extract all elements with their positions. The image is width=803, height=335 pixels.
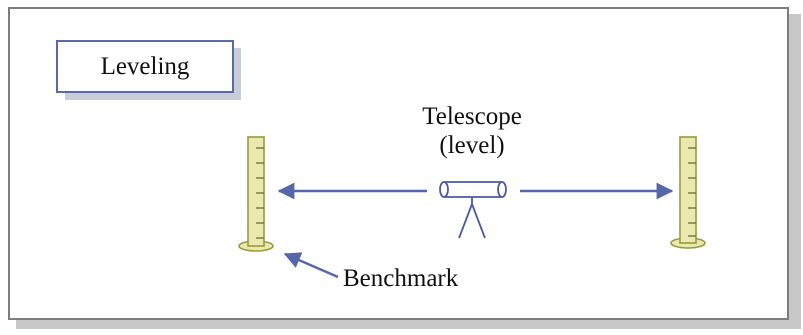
telescope-lens [497,181,507,198]
telescope-tube [442,181,504,198]
telescope-eyepiece [439,181,449,198]
telescope-label-line1: Telescope [422,103,522,130]
left-rod-body [247,136,265,247]
tripod-leg-left [458,203,473,239]
telescope [439,181,507,239]
benchmark-label: Benchmark [343,265,459,292]
diagram-title: Leveling [100,52,190,80]
benchmark-arrow [283,252,339,279]
left-leveling-rod [238,136,274,252]
right-rod-body [679,136,697,244]
right-leveling-rod [670,136,706,249]
title-box: Leveling [56,40,234,93]
tripod-leg-right [471,203,486,239]
telescope-label: Telescope (level) [412,103,532,161]
left-rod-ticks [256,147,264,239]
right-rod-ticks [688,147,696,237]
telescope-label-line2: (level) [439,131,505,159]
